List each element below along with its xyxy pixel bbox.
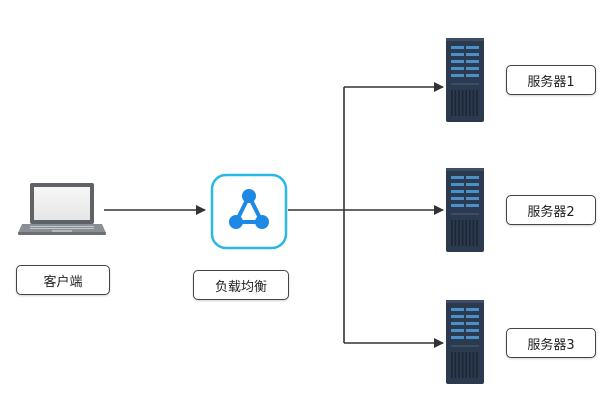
server-1-label: 服务器1 <box>506 65 596 95</box>
laptop-icon <box>18 183 106 235</box>
load-balancer-label-text: 负载均衡 <box>214 279 267 295</box>
server-1-label-text: 服务器1 <box>527 74 575 90</box>
client-label: 客户端 <box>16 265 110 295</box>
server-2-label-text: 服务器2 <box>527 204 575 220</box>
server-rack-icon <box>446 38 484 122</box>
connectors-balancer-to-servers <box>288 82 444 348</box>
server-3-label: 服务器3 <box>506 328 596 358</box>
server-rack-icon <box>446 300 484 384</box>
server-3-label-text: 服务器3 <box>527 337 575 353</box>
server-rack-icon <box>446 168 484 252</box>
load-balancer-share-icon <box>210 173 288 250</box>
server-2-label: 服务器2 <box>506 195 596 225</box>
load-balancer-label: 负载均衡 <box>193 270 289 300</box>
client-label-text: 客户端 <box>43 274 83 290</box>
